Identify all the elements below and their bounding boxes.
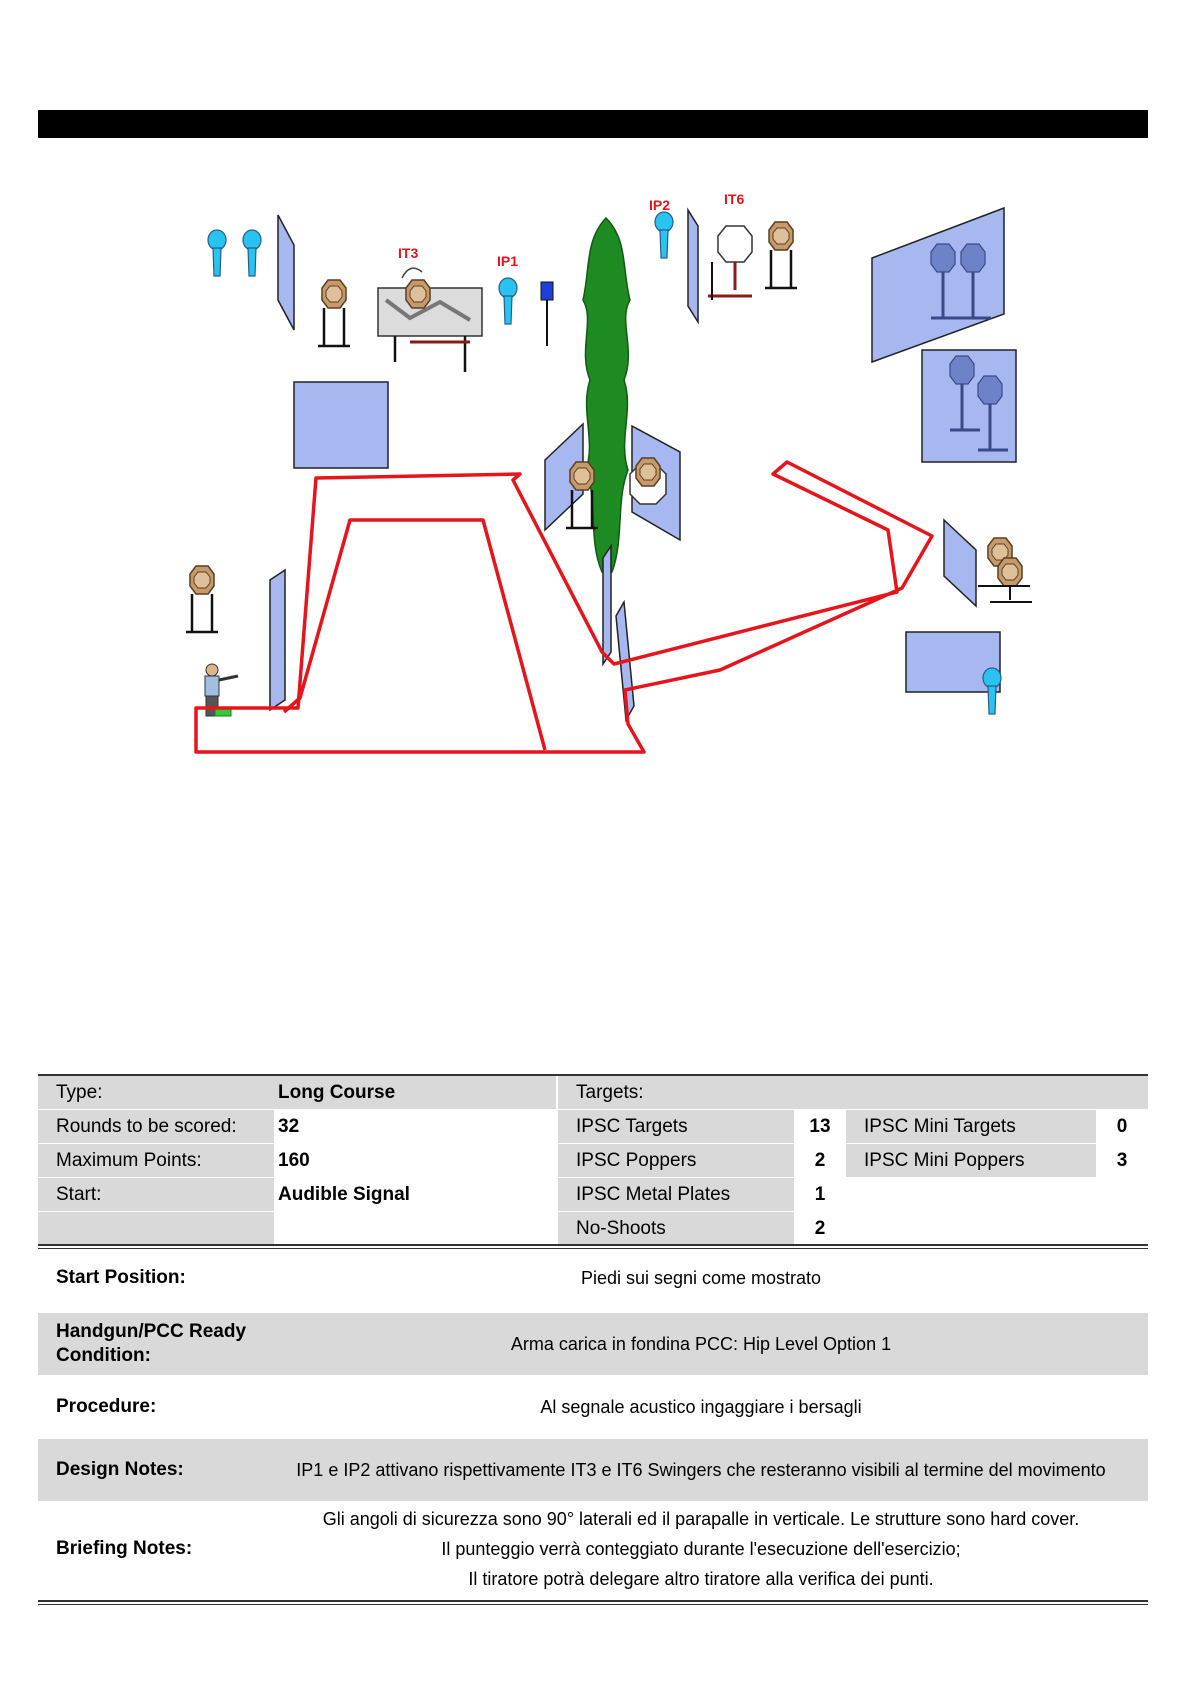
procedure-value: Al segnale acustico ingaggiare i bersagl… — [540, 1397, 862, 1417]
wall-panel — [544, 422, 584, 532]
ready-condition-label: Handgun/PCC Ready Condition: — [56, 1321, 247, 1366]
wall-panel — [871, 206, 1005, 364]
label-ip1: IP1 — [497, 253, 518, 269]
points-label: Maximum Points: — [38, 1144, 274, 1177]
mini-targets-label: IPSC Mini Targets — [846, 1110, 1096, 1143]
wall-panel — [687, 207, 699, 325]
no-shoots-label: No-Shoots — [558, 1212, 794, 1245]
briefing-line: Gli angoli di sicurezza sono 90° lateral… — [322, 1509, 1080, 1529]
ipsc-targets-value: 13 — [809, 1116, 831, 1137]
ipsc-target-icon — [768, 221, 794, 251]
ipsc-targets-label: IPSC Targets — [558, 1110, 794, 1143]
shooting-area-inner-boundary — [282, 518, 547, 751]
procedure-label: Procedure: — [56, 1396, 157, 1417]
points-value: 160 — [278, 1150, 310, 1171]
start-label: Start: — [38, 1178, 274, 1211]
procedure-row: Procedure: Al segnale acustico ingaggiar… — [38, 1377, 1148, 1437]
briefing-notes-value: Gli angoli di sicurezza sono 90° lateral… — [274, 1504, 1148, 1594]
design-notes-row: Design Notes: IP1 e IP2 attivano rispett… — [38, 1439, 1148, 1501]
popper-ip1-icon — [498, 277, 518, 325]
briefing-notes-row: Briefing Notes: Gli angoli di sicurezza … — [38, 1503, 1148, 1595]
empty-cell — [38, 1212, 274, 1245]
start-position-label: Start Position: — [56, 1267, 186, 1288]
wall-panel — [277, 214, 295, 331]
mini-poppers-label: IPSC Mini Poppers — [846, 1144, 1096, 1177]
mini-target-stack — [978, 537, 1032, 603]
swinger-it3 — [377, 267, 483, 372]
start-value: Audible Signal — [278, 1184, 410, 1205]
swinger-it6 — [708, 225, 753, 300]
briefing-line: Il punteggio verrà conteggiato durante l… — [441, 1539, 961, 1559]
type-label: Type: — [38, 1076, 274, 1109]
wall-panel — [943, 518, 977, 608]
ready-condition-row: Handgun/PCC Ready Condition: Arma carica… — [38, 1313, 1148, 1375]
rounds-value: 32 — [278, 1116, 300, 1137]
popper-ip2-icon — [654, 211, 674, 259]
no-shoots-value: 2 — [814, 1218, 826, 1239]
briefing-line: Il tiratore potrà delegare altro tirator… — [468, 1569, 934, 1589]
ipsc-poppers-value: 2 — [814, 1150, 826, 1171]
stage-summary-table: Type: Long Course Targets: Rounds to be … — [38, 1074, 1148, 1245]
shooting-area-boundary — [194, 460, 934, 754]
label-it3: IT3 — [398, 245, 418, 261]
rounds-label: Rounds to be scored: — [38, 1110, 274, 1143]
type-value: Long Course — [274, 1076, 556, 1109]
divider — [38, 1248, 1148, 1249]
target-stand-icon — [763, 248, 799, 290]
mini-poppers-value: 3 — [1116, 1150, 1128, 1171]
ipsc-target-icon — [569, 461, 595, 491]
targets-label: Targets: — [558, 1076, 1148, 1109]
design-notes-value: IP1 e IP2 attivano rispettivamente IT3 e… — [296, 1460, 1106, 1480]
mini-popper-icon — [207, 229, 227, 277]
divider — [38, 1604, 1148, 1605]
ipsc-target-icon — [189, 565, 215, 595]
divider — [38, 1600, 1148, 1602]
start-position-value: Piedi sui segni come mostrato — [580, 1268, 822, 1288]
stage-diagram: IT3 IP1 IP2 IT6 — [184, 191, 1032, 754]
design-notes-label: Design Notes: — [56, 1459, 184, 1480]
ipsc-poppers-label: IPSC Poppers — [558, 1144, 794, 1177]
target-stand-icon — [316, 306, 352, 348]
divider — [38, 1244, 1148, 1246]
metal-plate-icon — [540, 281, 554, 301]
stage-header-bar — [38, 110, 1148, 138]
ready-condition-value: Arma carica in fondina PCC: Hip Level Op… — [510, 1334, 892, 1354]
label-ip2: IP2 — [649, 197, 670, 213]
shooter-icon — [204, 663, 239, 717]
mini-popper-icon — [242, 229, 262, 277]
tree-icon — [582, 216, 631, 573]
wall-panel — [269, 568, 286, 712]
label-it6: IT6 — [724, 191, 744, 207]
ipsc-target-icon — [321, 279, 347, 309]
metal-plates-label: IPSC Metal Plates — [558, 1178, 794, 1211]
mini-targets-value: 0 — [1116, 1116, 1128, 1137]
ipsc-target-icon — [635, 457, 661, 487]
briefing-notes-label: Briefing Notes: — [56, 1538, 193, 1559]
target-stand-icon — [184, 592, 220, 634]
wall-panel — [293, 381, 389, 469]
metal-plates-value: 1 — [814, 1184, 826, 1205]
start-position-row: Start Position: Piedi sui segni come mos… — [38, 1253, 1148, 1303]
wall-panel — [602, 543, 612, 667]
